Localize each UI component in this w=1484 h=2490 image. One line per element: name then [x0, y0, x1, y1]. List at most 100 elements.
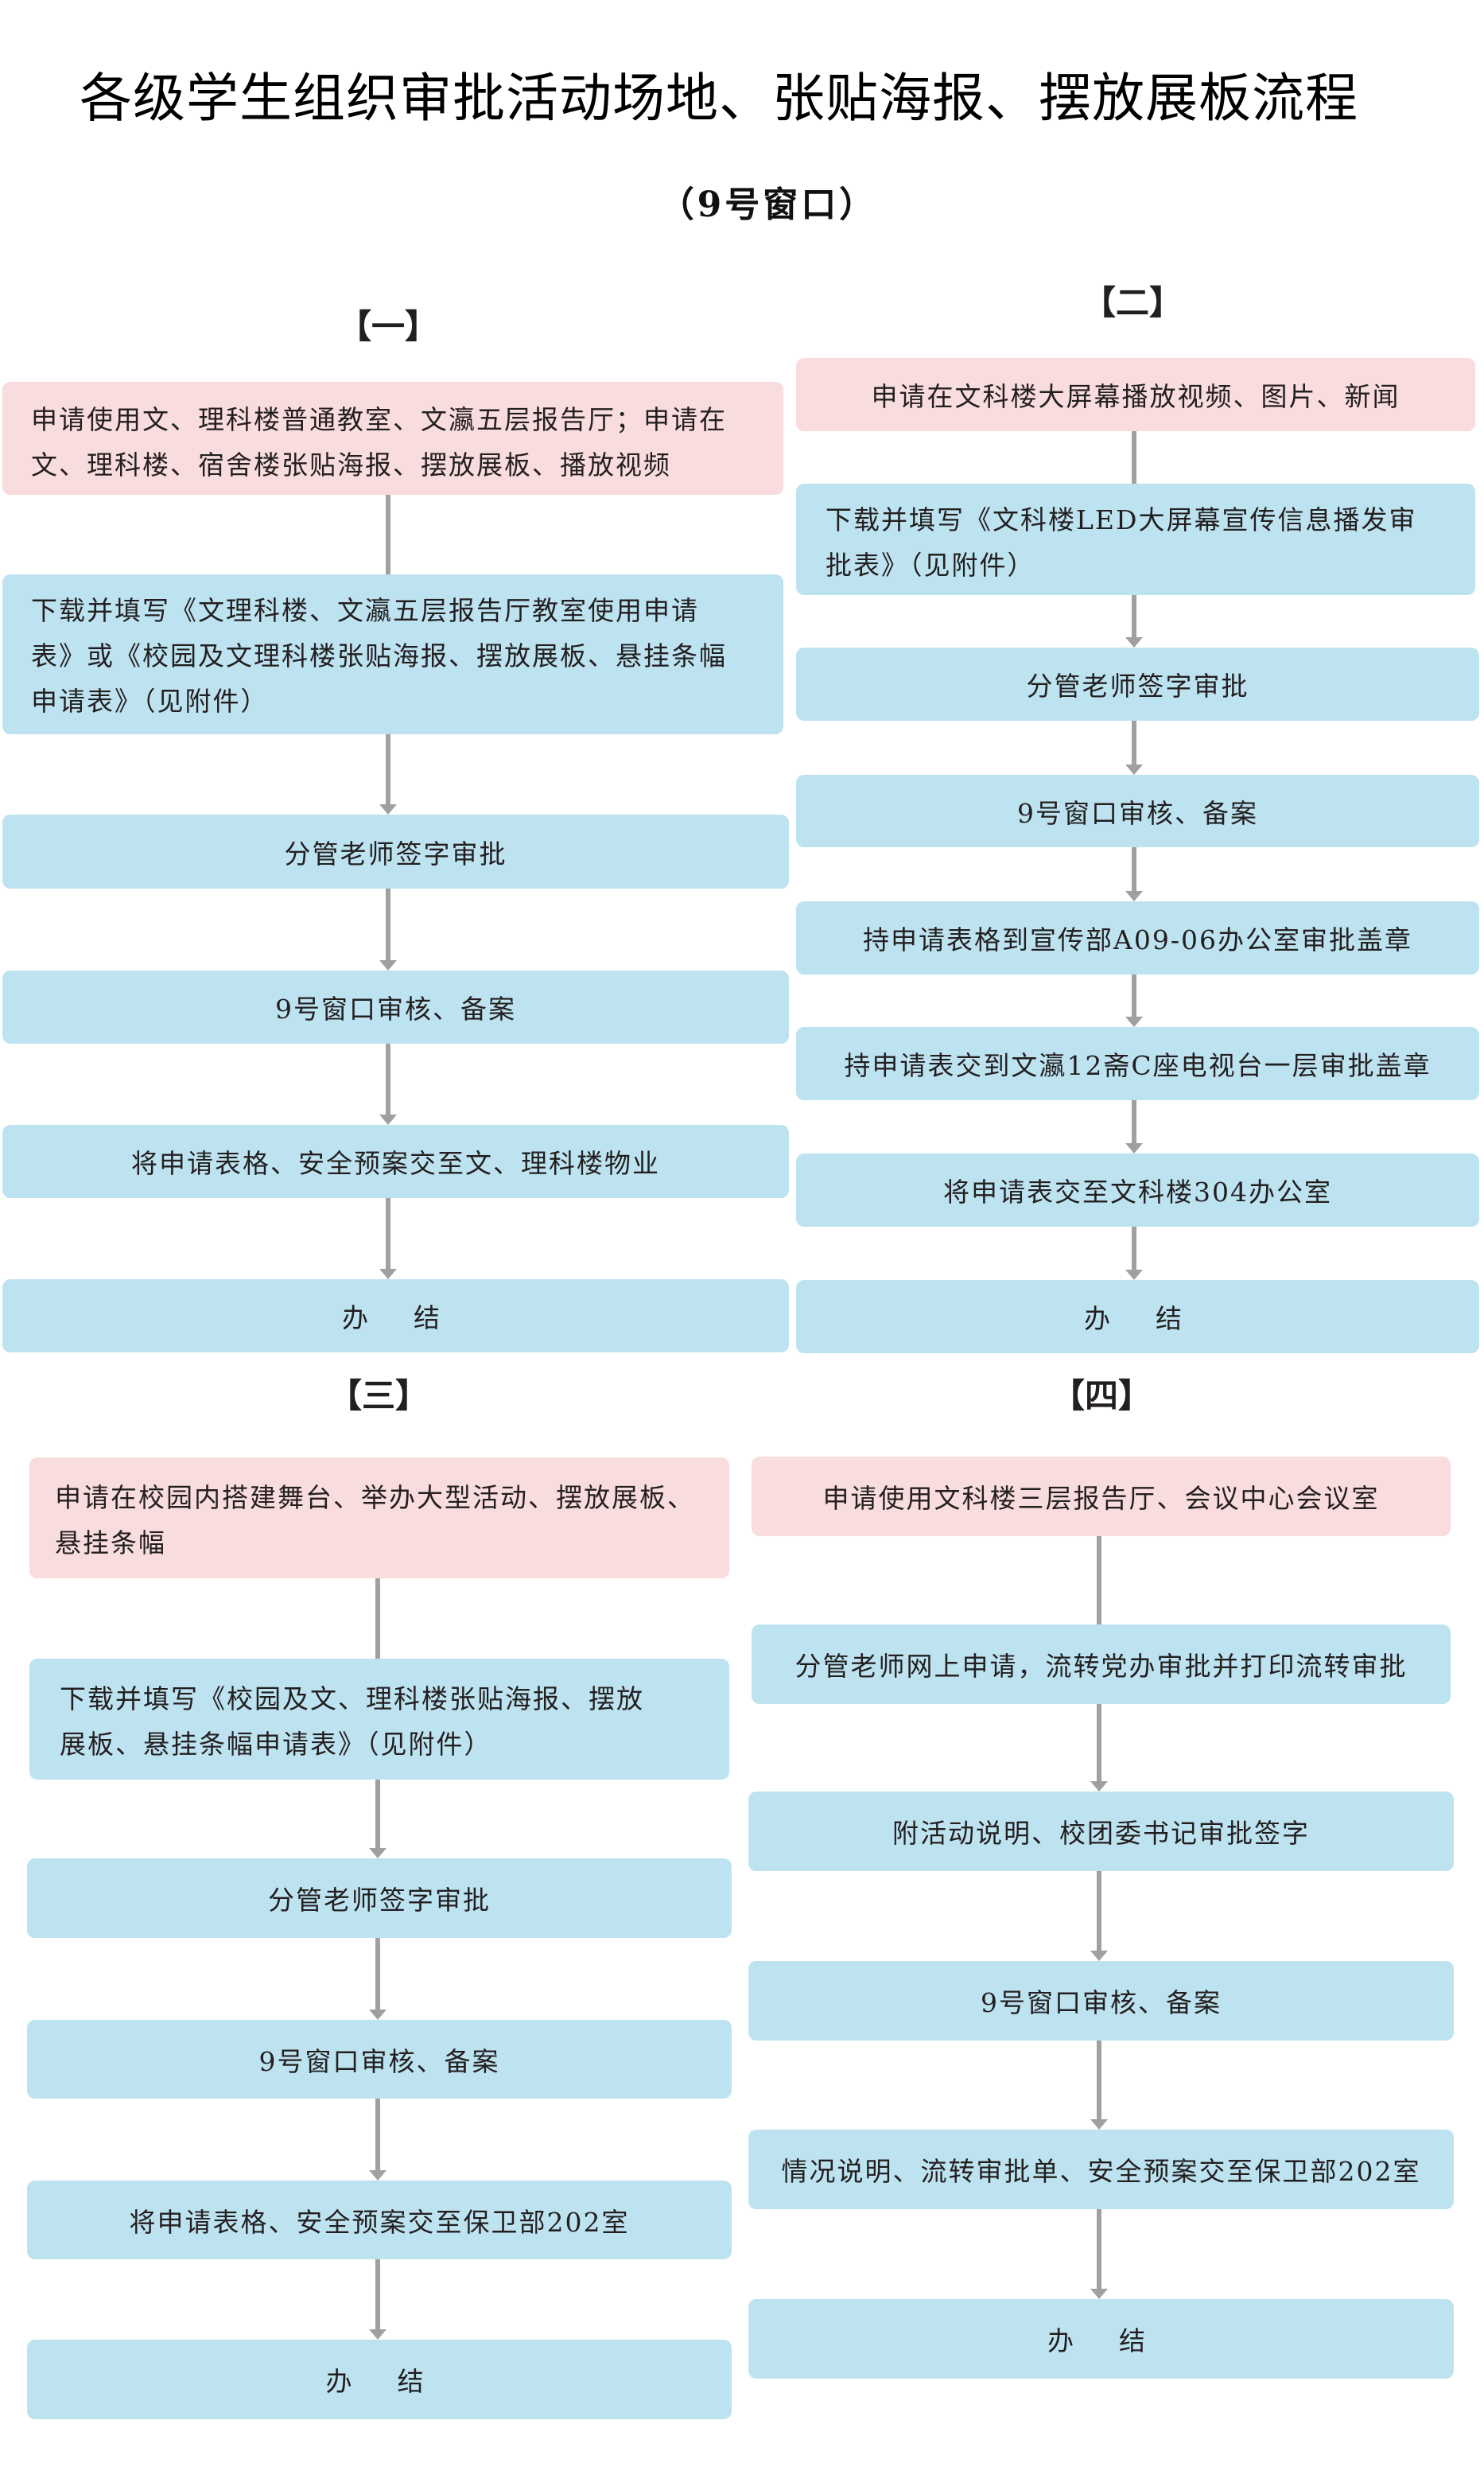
section-1-request-box: 申请使用文、理科楼普通教室、文瀛五层报告厅；申请在 文、理科楼、宿舍楼张贴海报、… — [2, 382, 783, 495]
section-2-tv-station-box: 持申请表交到文瀛12斋C座电视台一层审批盖章 — [796, 1027, 1479, 1100]
arrow-down-icon — [1125, 637, 1143, 648]
connector-line — [1097, 1704, 1101, 1782]
section-4-online-application-box: 分管老师网上申请，流转党办审批并打印流转审批 — [752, 1624, 1451, 1704]
section-2-request-box: 申请在文科楼大屏幕播放视频、图片、新闻 — [796, 358, 1475, 431]
section-3-request-box: 申请在校园内搭建舞台、举办大型活动、摆放展板、 悬挂条幅 — [29, 1457, 729, 1578]
arrow-down-icon — [369, 2170, 387, 2181]
section-2-label: 【二】 — [1082, 283, 1183, 322]
step-text-line: 情况说明、流转审批单、安全预案交至保卫部202室 — [781, 2156, 1421, 2187]
arrow-down-icon — [1090, 2289, 1108, 2299]
section-1-submit-property-box: 将申请表格、安全预案交至文、理科楼物业 — [2, 1125, 789, 1198]
section-1-complete-box: 办 结 — [2, 1279, 789, 1352]
arrow-down-icon — [1125, 1270, 1143, 1280]
connector-line — [375, 2099, 380, 2171]
connector-line — [375, 1780, 380, 1849]
section-2-window-review-box: 9号窗口审核、备案 — [796, 775, 1479, 847]
step-text-line: 申请使用文、理科楼普通教室、文瀛五层报告厅；申请在 — [31, 404, 727, 435]
step-text-line: 持申请表交到文瀛12斋C座电视台一层审批盖章 — [844, 1050, 1432, 1081]
section-2-publicity-dept-box: 持申请表格到宣传部A09-06办公室审批盖章 — [796, 901, 1479, 975]
connector-line — [1132, 847, 1136, 892]
step-text-line: 将申请表交至文科楼304办公室 — [943, 1177, 1332, 1208]
step-text-line: 持申请表格到宣传部A09-06办公室审批盖章 — [863, 924, 1412, 955]
section-1-window-review-box: 9号窗口审核、备案 — [2, 971, 789, 1044]
step-text-line: 下载并填写《文理科楼、文瀛五层报告厅教室使用申请 — [31, 595, 699, 626]
step-text-line: 申请表》（见附件） — [31, 686, 269, 717]
step-text-line: 将申请表格、安全预案交至文、理科楼物业 — [131, 1148, 660, 1179]
section-2-complete-box: 办 结 — [796, 1280, 1479, 1353]
arrow-down-icon — [1125, 765, 1143, 775]
step-text-line: 申请在校园内搭建舞台、举办大型活动、摆放展板、 — [55, 1482, 695, 1513]
step-text-line: 办 结 — [1084, 1303, 1191, 1334]
arrow-down-icon — [1125, 1017, 1143, 1027]
arrow-down-icon — [379, 1115, 397, 1125]
arrow-down-icon — [1125, 891, 1143, 901]
connector-line — [1097, 2209, 1101, 2290]
step-text-line: 分管老师签字审批 — [284, 838, 507, 870]
arrow-down-icon — [1125, 1143, 1143, 1154]
section-4-youth-league-approval-box: 附活动说明、校团委书记审批签字 — [748, 1792, 1454, 1871]
section-4-label: 【四】 — [1051, 1376, 1152, 1415]
section-3-label: 【三】 — [328, 1376, 429, 1415]
section-3-complete-box: 办 结 — [27, 2340, 732, 2419]
section-4-window-review-box: 9号窗口审核、备案 — [748, 1961, 1454, 2041]
arrow-down-icon — [369, 2329, 387, 2340]
arrow-down-icon — [379, 960, 397, 971]
step-text-line: 将申请表格、安全预案交至保卫部202室 — [129, 2206, 630, 2238]
step-text-line: 分管老师签字审批 — [268, 1885, 491, 1916]
connector-line — [1097, 2041, 1101, 2120]
step-text-line: 批表》（见附件） — [826, 550, 1035, 581]
step-text-line: 申请使用文科楼三层报告厅、会议中心会议室 — [822, 1483, 1380, 1514]
connector-line — [386, 1044, 390, 1115]
connector-line — [1132, 1227, 1136, 1270]
step-text-line: 9号窗口审核、备案 — [981, 1987, 1222, 2018]
arrow-down-icon — [379, 1269, 397, 1279]
arrow-down-icon — [369, 1848, 387, 1858]
connector-line — [386, 734, 390, 805]
connector-line — [1097, 1536, 1101, 1624]
step-text-line: 办 结 — [325, 2366, 433, 2397]
section-2-download-form-box: 下载并填写《文科楼LED大屏幕宣传信息播发审 批表》（见附件） — [796, 484, 1475, 595]
step-text-line: 分管老师网上申请，流转党办审批并打印流转审批 — [794, 1651, 1408, 1682]
section-3-security-dept-box: 将申请表格、安全预案交至保卫部202室 — [27, 2181, 732, 2259]
section-2-teacher-approval-box: 分管老师签字审批 — [796, 648, 1479, 721]
step-text-line: 9号窗口审核、备案 — [275, 994, 516, 1025]
connector-line — [375, 2259, 380, 2330]
step-text-line: 9号窗口审核、备案 — [258, 2045, 500, 2077]
section-1-label: 【一】 — [337, 307, 438, 346]
section-3-teacher-approval-box: 分管老师签字审批 — [27, 1858, 732, 1938]
connector-line — [386, 889, 390, 961]
connector-line — [386, 1198, 390, 1270]
connector-line — [1132, 431, 1136, 484]
connector-line — [1132, 975, 1136, 1017]
section-3-window-review-box: 9号窗口审核、备案 — [27, 2020, 732, 2099]
section-1-download-form-box: 下载并填写《文理科楼、文瀛五层报告厅教室使用申请 表》或《校园及文理科楼张贴海报… — [2, 574, 783, 734]
connector-line — [1132, 595, 1136, 638]
section-4-security-dept-box: 情况说明、流转审批单、安全预案交至保卫部202室 — [748, 2130, 1454, 2209]
step-text-line: 表》或《校园及文理科楼张贴海报、摆放展板、悬挂条幅 — [31, 640, 727, 671]
arrow-down-icon — [1090, 2119, 1108, 2130]
step-text-line: 下载并填写《文科楼LED大屏幕宣传信息播发审 — [826, 504, 1417, 535]
section-1-teacher-approval-box: 分管老师签字审批 — [2, 815, 789, 889]
step-text-line: 文、理科楼、宿舍楼张贴海报、摆放展板、播放视频 — [31, 449, 671, 480]
step-text-line: 下载并填写《校园及文、理科楼张贴海报、摆放 — [60, 1683, 644, 1714]
arrow-down-icon — [369, 2010, 387, 2020]
arrow-down-icon — [1090, 1951, 1108, 1961]
step-text-line: 悬挂条幅 — [55, 1527, 166, 1558]
connector-line — [386, 495, 390, 574]
section-4-request-box: 申请使用文科楼三层报告厅、会议中心会议室 — [752, 1457, 1451, 1536]
section-3-download-form-box: 下载并填写《校园及文、理科楼张贴海报、摆放 展板、悬挂条幅申请表》（见附件） — [29, 1659, 729, 1780]
page-subtitle: （9号窗口） — [658, 185, 878, 225]
step-text-line: 9号窗口审核、备案 — [1017, 797, 1258, 829]
arrow-down-icon — [379, 804, 397, 815]
step-text-line: 展板、悬挂条幅申请表》（见附件） — [60, 1729, 492, 1760]
step-text-line: 办 结 — [342, 1302, 449, 1333]
connector-line — [375, 1938, 380, 2010]
step-text-line: 申请在文科楼大屏幕播放视频、图片、新闻 — [871, 381, 1400, 412]
connector-line — [1097, 1871, 1101, 1951]
connector-line — [1132, 721, 1136, 765]
section-4-complete-box: 办 结 — [748, 2299, 1454, 2379]
connector-line — [1132, 1100, 1136, 1144]
section-2-office-304-box: 将申请表交至文科楼304办公室 — [796, 1154, 1479, 1227]
page-title: 各级学生组织审批活动场地、张贴海报、摆放展板流程 — [80, 68, 1358, 129]
